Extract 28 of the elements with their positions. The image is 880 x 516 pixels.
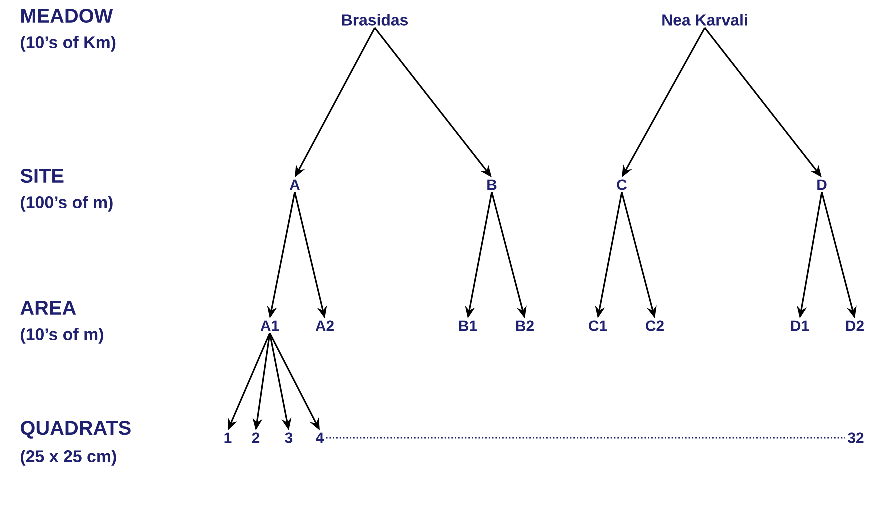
tree-label: D2 xyxy=(846,320,864,332)
level-label: (100’s of m) xyxy=(21,196,113,212)
tree-label: B2 xyxy=(516,320,534,332)
tree-label: 1 xyxy=(224,432,232,444)
tree-label: Nea Karvali xyxy=(662,14,748,26)
tree-label: A1 xyxy=(260,320,280,332)
tree-label: C xyxy=(617,180,627,190)
tree-label: C1 xyxy=(589,320,608,332)
tree-label: D xyxy=(818,180,827,190)
tree-label: 3 xyxy=(285,432,293,444)
tree-label: B xyxy=(488,180,497,190)
tree-label: A xyxy=(290,180,300,190)
level-label: (25 x 25 cm) xyxy=(21,450,116,466)
level-label: QUADRATS xyxy=(21,421,131,439)
level-label: SITE xyxy=(20,168,64,184)
dotted-line xyxy=(326,437,846,439)
tree-label: 2 xyxy=(252,432,260,444)
tree-label: A2 xyxy=(316,320,334,332)
tree-label: Brasidas xyxy=(342,14,408,26)
level-label: AREA xyxy=(20,301,76,315)
tree-label: B1 xyxy=(459,320,478,332)
tree-label: D1 xyxy=(791,320,810,332)
tree-label: 4 xyxy=(316,432,324,444)
level-label: MEADOW xyxy=(22,8,114,24)
tree-label: C2 xyxy=(646,320,664,332)
level-label: (10’s of m) xyxy=(21,328,104,344)
tree-label: 32 xyxy=(848,432,864,444)
level-label: (10’s of Km) xyxy=(21,36,116,52)
